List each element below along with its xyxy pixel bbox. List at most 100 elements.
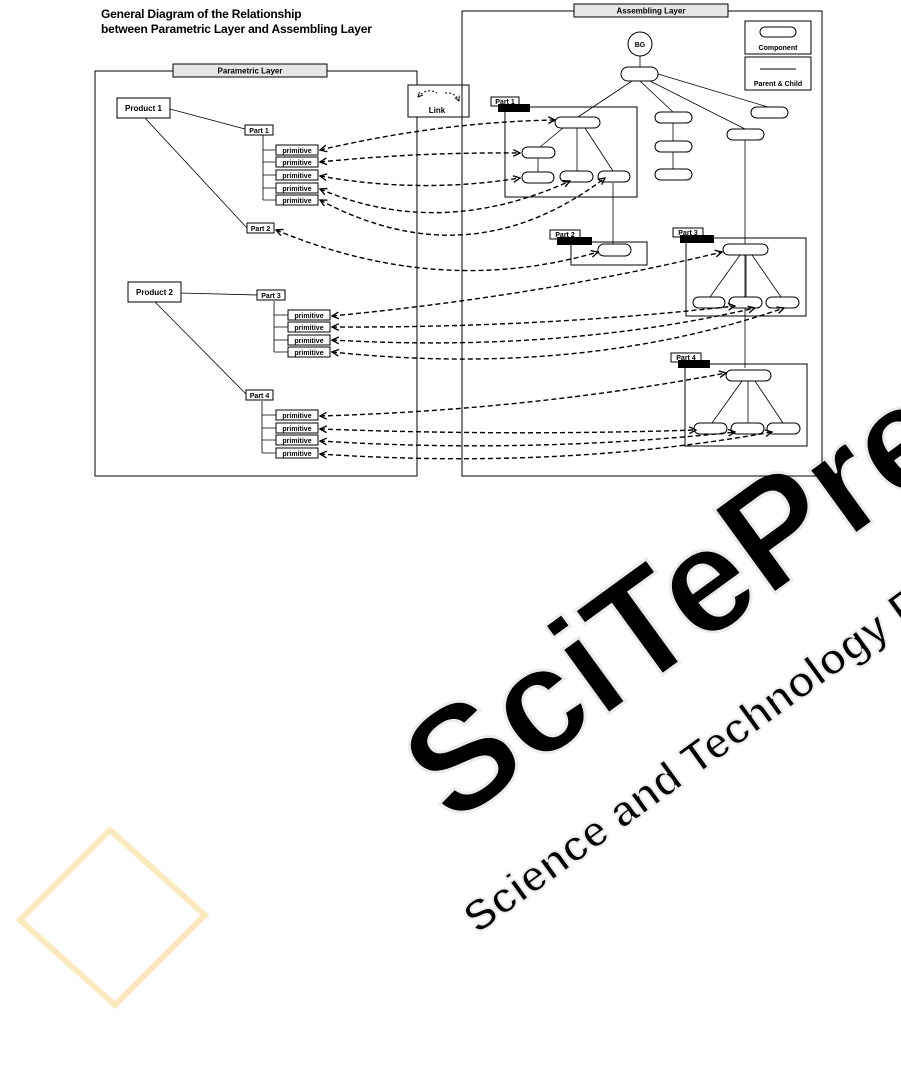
component-node (597, 243, 632, 257)
primitive-label: primitive (282, 186, 311, 193)
component-node (766, 422, 801, 435)
param-part-4-box (245, 389, 274, 401)
primitive-label: primitive (282, 173, 311, 180)
components (521, 66, 801, 435)
asm-part-1-tab-shadow (498, 104, 530, 112)
bg-root-node (627, 31, 653, 57)
param-part-1-label: Part 1 (249, 128, 269, 135)
product-2-label: Product 2 (136, 288, 173, 297)
primitives-part-4: primitive primitive primitive primitive (275, 409, 319, 459)
primitive-label: primitive (282, 438, 311, 445)
primitive-label: primitive (282, 160, 311, 167)
product-1-label: Product 1 (125, 104, 162, 113)
link-arrow (320, 120, 555, 150)
primitive-box (275, 182, 319, 194)
link-arrow-icon (444, 92, 459, 101)
component-node (654, 168, 693, 181)
assembling-layer-header-label: Assembling Layer (617, 7, 686, 16)
primitive-label: primitive (294, 338, 323, 345)
link-legend: Link (407, 84, 470, 118)
component-node (559, 170, 594, 183)
legend-component-shape (759, 26, 797, 38)
product-2-box (127, 281, 182, 303)
primitive-box (287, 309, 331, 321)
link-arrow (320, 432, 735, 447)
component-node (521, 171, 555, 184)
primitive-box (275, 422, 319, 434)
param-part-1-box (244, 124, 274, 136)
component-node (692, 296, 726, 309)
link-arrow (320, 176, 520, 187)
primitive-label: primitive (294, 350, 323, 357)
component-node (765, 296, 800, 309)
watermark-logo-shape (15, 825, 210, 1010)
legend-parent-child-box (744, 56, 812, 91)
primitive-box (275, 194, 319, 206)
assembling-layer: Assembling Layer Component Parent & Chil… (461, 3, 823, 477)
primitive-label: primitive (282, 426, 311, 433)
primitive-box (275, 434, 319, 446)
link-arrow (332, 252, 722, 316)
link-arrow-icon (418, 90, 438, 97)
link-arrow (320, 373, 726, 416)
primitive-label: primitive (294, 325, 323, 332)
asm-part-4-tab-shadow (678, 360, 710, 368)
primitive-box (287, 321, 331, 333)
param-part-2-label: Part 2 (251, 226, 271, 233)
component-node (654, 140, 693, 153)
link-arrow (320, 429, 696, 433)
primitive-label: primitive (282, 451, 311, 458)
component-node (730, 422, 765, 435)
component-node (722, 243, 769, 256)
parametric-layer: Parametric Layer Product 1 Product 2 Par… (94, 63, 418, 477)
parametric-layer-header (172, 63, 328, 78)
asm-part-1-label: Part 1 (495, 99, 515, 106)
asm-part-4-label: Part 4 (676, 355, 696, 362)
assembling-layer-header (573, 3, 729, 18)
bg-root-label: BG (635, 42, 646, 49)
watermark: SciTePress Science and Technology Public… (15, 247, 901, 1010)
component-node (597, 170, 631, 183)
parametric-layer-header-label: Parametric Layer (218, 67, 283, 76)
legend-component-label: Component (759, 45, 799, 52)
component-node (654, 111, 693, 124)
primitive-label: primitive (282, 148, 311, 155)
primitive-box (275, 447, 319, 459)
primitive-label: primitive (282, 198, 311, 205)
component-node (750, 106, 789, 119)
primitive-box (275, 144, 319, 156)
link-arrow (332, 308, 784, 360)
asm-part-2-label: Part 2 (555, 232, 575, 239)
component-node (521, 146, 556, 159)
link-arrow (320, 153, 520, 162)
primitive-box (275, 156, 319, 168)
component-node (554, 116, 601, 129)
param-part-4-label: Part 4 (250, 393, 270, 400)
primitive-label: primitive (282, 413, 311, 420)
diagram-title-line-1: General Diagram of the Relationship (101, 7, 302, 21)
link-arrows (276, 120, 784, 460)
asm-part-3-label: Part 3 (678, 230, 698, 237)
primitives-part-3: primitive primitive primitive primitive (287, 309, 331, 358)
link-label: Link (429, 106, 446, 115)
diagram-title-line-2: between Parametric Layer and Assembling … (101, 22, 372, 36)
link-arrow (320, 432, 772, 460)
primitive-box (287, 346, 331, 358)
component-node (725, 369, 772, 382)
component-node (726, 128, 765, 141)
primitive-box (275, 169, 319, 181)
legend-parent-child-label: Parent & Child (754, 81, 802, 88)
product-1-box (116, 97, 171, 119)
component-node (693, 422, 728, 435)
param-part-2-box (246, 222, 275, 234)
link-arrow (332, 308, 755, 343)
param-part-3-label: Part 3 (261, 293, 281, 300)
parametric-tree-lines (144, 108, 288, 454)
primitive-box (275, 409, 319, 421)
component-node (620, 66, 659, 82)
primitives-part-1: primitive primitive primitive primitive … (275, 144, 319, 206)
param-part-3-box (256, 289, 286, 301)
primitive-label: primitive (294, 313, 323, 320)
